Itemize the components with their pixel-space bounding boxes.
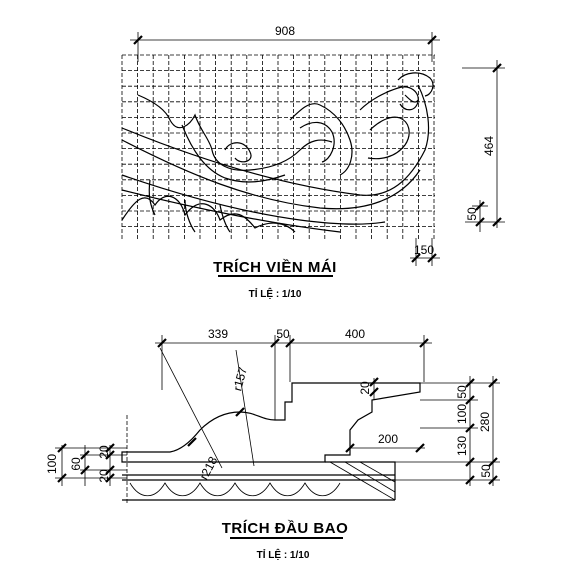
dim-right-130: 130 — [455, 436, 469, 456]
bottom-title: TRÍCH ĐẦU BAO — [222, 520, 349, 537]
profile-outline — [121, 382, 421, 463]
dim-width: 908 — [130, 24, 440, 62]
dim-right-50a: 50 — [455, 385, 469, 399]
top-scale: TỈ LỆ : 1/10 — [249, 287, 302, 300]
dim-right-small-label: 50 — [465, 207, 479, 221]
base-scallops — [129, 482, 341, 497]
dim-bottom-small-label: 150 — [414, 243, 434, 257]
dim-right: 50 100 130 50 280 — [395, 376, 500, 486]
dim-200: 200 — [378, 432, 398, 446]
grid — [121, 54, 435, 240]
dim-bottom-small: 150 — [410, 238, 440, 266]
dim-left-20b: 20 — [97, 469, 111, 483]
radius-157: r157 — [230, 365, 250, 392]
dim-right-50b: 50 — [479, 464, 493, 478]
dim-20-inner: 20 — [358, 381, 372, 395]
dim-width-label: 908 — [275, 24, 295, 38]
dim-height: 464 — [462, 60, 505, 228]
dim-right-280: 280 — [478, 412, 492, 432]
dim-339: 339 — [208, 327, 228, 341]
dim-left-60: 60 — [69, 457, 83, 471]
dim-right-100: 100 — [455, 404, 469, 424]
roof-trim-detail: 908 464 50 150 TRÍCH — [121, 24, 505, 300]
dim-left: 100 60 20 20 — [45, 443, 127, 486]
dim-400: 400 — [345, 327, 365, 341]
dim-left-20a: 20 — [97, 445, 111, 459]
top-title: TRÍCH VIỀN MÁI — [213, 259, 337, 276]
dim-height-label: 464 — [482, 136, 496, 156]
dim-left-100: 100 — [45, 454, 59, 474]
bottom-scale: TỈ LỆ : 1/10 — [257, 548, 310, 561]
dim-50-top: 50 — [276, 327, 290, 341]
dim-inner: 200 20 — [345, 377, 425, 453]
door-head-detail: r157 r218 339 50 400 — [45, 327, 500, 561]
dim-top: 339 50 400 — [155, 327, 432, 420]
roof-ornament — [121, 72, 434, 233]
dim-right-small: 50 — [465, 200, 488, 232]
